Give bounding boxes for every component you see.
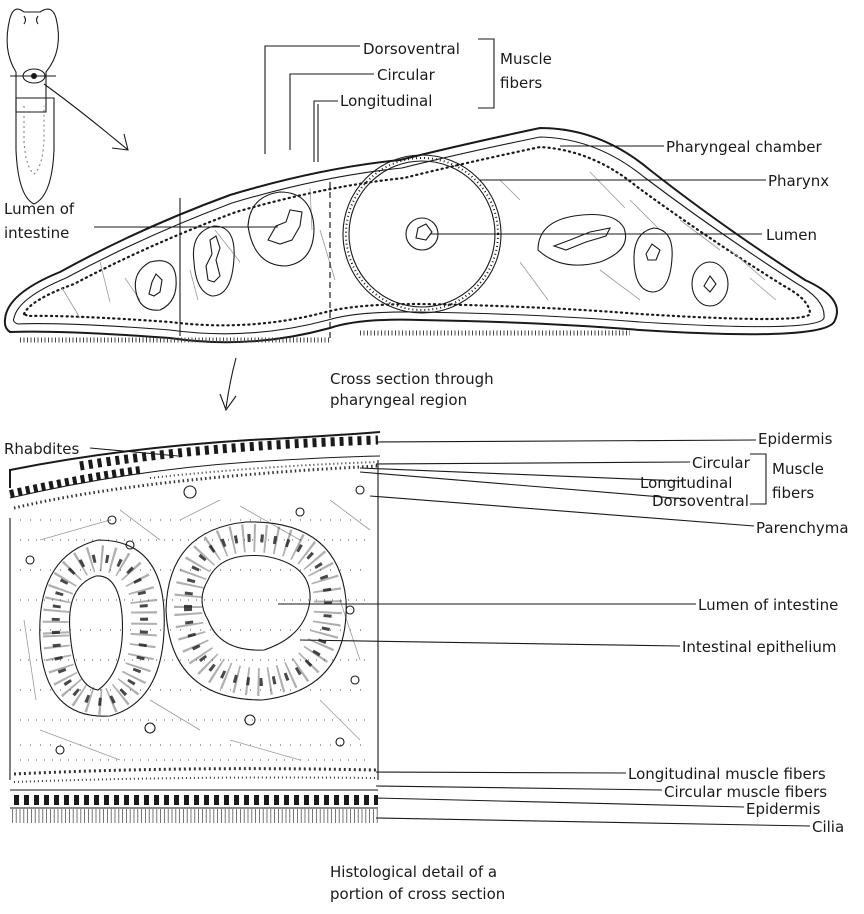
label-dorsoventral-top: Dorsoventral — [363, 40, 460, 58]
label-circular-bottom: Circular — [692, 454, 751, 472]
caption-histology-line1: Histological detail of a — [330, 863, 497, 881]
label-parenchyma: Parenchyma — [756, 519, 849, 537]
label-pharyngeal-chamber: Pharyngeal chamber — [666, 138, 822, 156]
label-circular-muscle-fibers: Circular muscle fibers — [664, 783, 827, 801]
intestine-pocket-1 — [135, 261, 176, 310]
label-circular-top: Circular — [377, 66, 436, 84]
label-longitudinal-top: Longitudinal — [340, 92, 432, 110]
intestine-pockets — [135, 192, 728, 310]
intestine-left — [40, 540, 165, 716]
label-rhabdites: Rhabdites — [4, 440, 79, 458]
label-epidermis-bottom: Epidermis — [746, 800, 821, 818]
intestine-pocket-3 — [248, 192, 314, 266]
intestine-pocket-5 — [634, 228, 672, 292]
caption-histology-line2: portion of cross section — [330, 885, 505, 903]
label-epidermis-top: Epidermis — [758, 430, 833, 448]
detail-arrow — [220, 358, 236, 410]
label-muscle-fibers-bottom-line1: Muscle — [772, 460, 824, 478]
intestine-pocket-4 — [538, 215, 626, 266]
label-lumen-of-intestine-top-line1: Lumen of — [4, 200, 75, 218]
label-cilia: Cilia — [812, 818, 844, 836]
label-lumen-of-intestine-top-line2: intestine — [4, 224, 69, 242]
label-muscle-fibers-top-line1: Muscle — [500, 50, 552, 68]
worm-head-sketch — [7, 9, 58, 112]
label-dorsoventral-bottom: Dorsoventral — [652, 492, 749, 510]
intestine-pocket-6 — [692, 262, 728, 306]
label-pharynx: Pharynx — [768, 172, 829, 190]
label-intestinal-epithelium: Intestinal epithelium — [682, 638, 837, 656]
label-lumen-of-intestine-bottom: Lumen of intestine — [698, 596, 838, 614]
caption-cross-section-line1: Cross section through — [330, 370, 494, 388]
label-longitudinal-muscle-fibers: Longitudinal muscle fibers — [628, 765, 826, 783]
section-arrow — [44, 84, 128, 150]
label-muscle-fibers-top-line2: fibers — [500, 74, 542, 92]
parenchyma-fibers-top — [62, 172, 776, 318]
histology-detail — [10, 432, 380, 816]
intestine-right — [166, 522, 346, 700]
caption-cross-section-line2: pharyngeal region — [330, 391, 467, 409]
label-lumen: Lumen — [766, 226, 817, 244]
intestine-pocket-2 — [193, 226, 234, 296]
label-longitudinal-bottom: Longitudinal — [640, 474, 732, 492]
label-muscle-fibers-bottom-line2: fibers — [772, 484, 814, 502]
worm-tail-segment-sketch — [16, 98, 54, 204]
